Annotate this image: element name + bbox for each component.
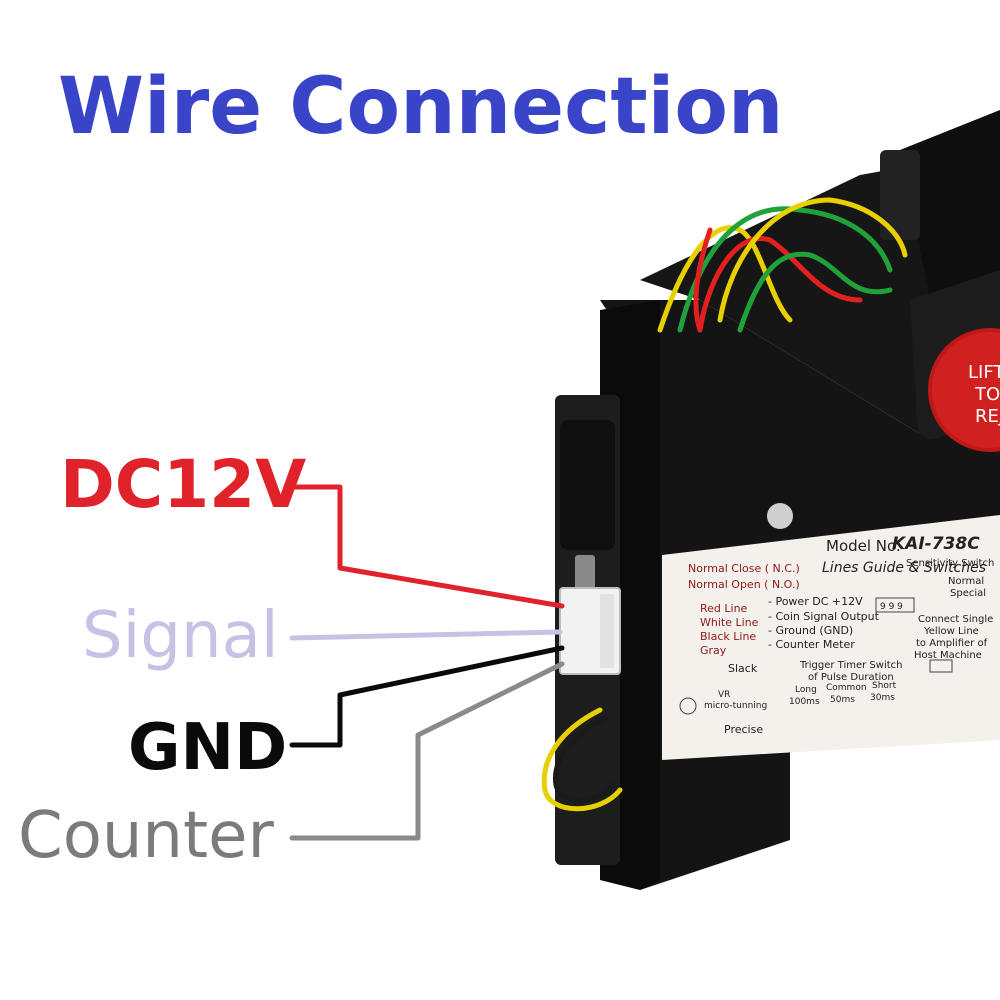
timer-long: Long xyxy=(795,685,817,695)
trigger-title-2: of Pulse Duration xyxy=(808,672,894,683)
yellow-note-2: Yellow Line xyxy=(923,626,979,637)
line-desc-gray: - Counter Meter xyxy=(768,638,855,651)
gnd-label: GND xyxy=(128,711,288,785)
switch-mode-no: Normal Open ( N.O.) xyxy=(688,578,800,591)
timer-common-value: 50ms xyxy=(830,695,855,705)
model-number: KAI-738C xyxy=(892,534,980,554)
wire-connector xyxy=(559,587,621,675)
vr-slack: Slack xyxy=(728,662,758,675)
yellow-note-3: to Amplifier of xyxy=(916,638,988,649)
sensitivity-switch-label: Sensitivity Switch xyxy=(906,558,994,569)
line-name-red: Red Line xyxy=(700,602,748,615)
yellow-note-1: Connect Single xyxy=(918,614,993,625)
knob-text-3: REJ xyxy=(975,406,1000,427)
signal-label: Signal xyxy=(82,599,279,673)
info-label-panel: Model No. KAI-738C Lines Guide & Switche… xyxy=(662,515,1000,760)
yellow-note-4: Host Machine xyxy=(914,650,982,661)
vr-precise: Precise xyxy=(724,723,763,736)
timer-common: Common xyxy=(826,683,867,693)
timer-short: Short xyxy=(872,681,897,691)
line-name-white: White Line xyxy=(700,616,759,629)
signal-wire xyxy=(289,629,563,641)
sensitivity-normal: Normal xyxy=(948,576,984,587)
model-label: Model No. xyxy=(826,537,901,555)
line-name-black: Black Line xyxy=(700,630,756,643)
counter-wire xyxy=(289,661,565,841)
wire-callouts xyxy=(289,484,565,841)
trigger-title-1: Trigger Timer Switch xyxy=(799,660,903,671)
dc12v-label: DC12V xyxy=(60,446,307,523)
line-name-gray: Gray xyxy=(700,644,727,657)
top-wire-bundle xyxy=(657,197,908,333)
sensitivity-special: Special xyxy=(950,588,986,599)
page-title: Wire Connection xyxy=(58,62,784,152)
line-desc-red: - Power DC +12V xyxy=(768,595,863,608)
vr-micro-tunning: micro-tunning xyxy=(704,701,767,711)
lift-to-reject-knob: LIFT TO REJ xyxy=(928,328,1000,452)
line-desc-black: - Ground (GND) xyxy=(768,624,853,637)
timer-long-value: 100ms xyxy=(789,697,820,707)
dip-switch-digits: 9 9 9 xyxy=(880,602,903,612)
line-desc-white: - Coin Signal Output xyxy=(768,610,880,623)
knob-text-2: TO xyxy=(974,384,1000,405)
timer-short-value: 30ms xyxy=(870,693,895,703)
dc12v-wire xyxy=(289,484,565,609)
side-wire-loop xyxy=(541,707,623,812)
knob-text-1: LIFT xyxy=(968,362,1000,383)
vr-label: VR xyxy=(718,690,730,700)
guide-title: Lines Guide & Switches xyxy=(822,560,986,576)
switch-mode-nc: Normal Close ( N.C.) xyxy=(688,562,800,575)
gnd-wire xyxy=(289,645,565,748)
counter-label: Counter xyxy=(18,799,274,873)
